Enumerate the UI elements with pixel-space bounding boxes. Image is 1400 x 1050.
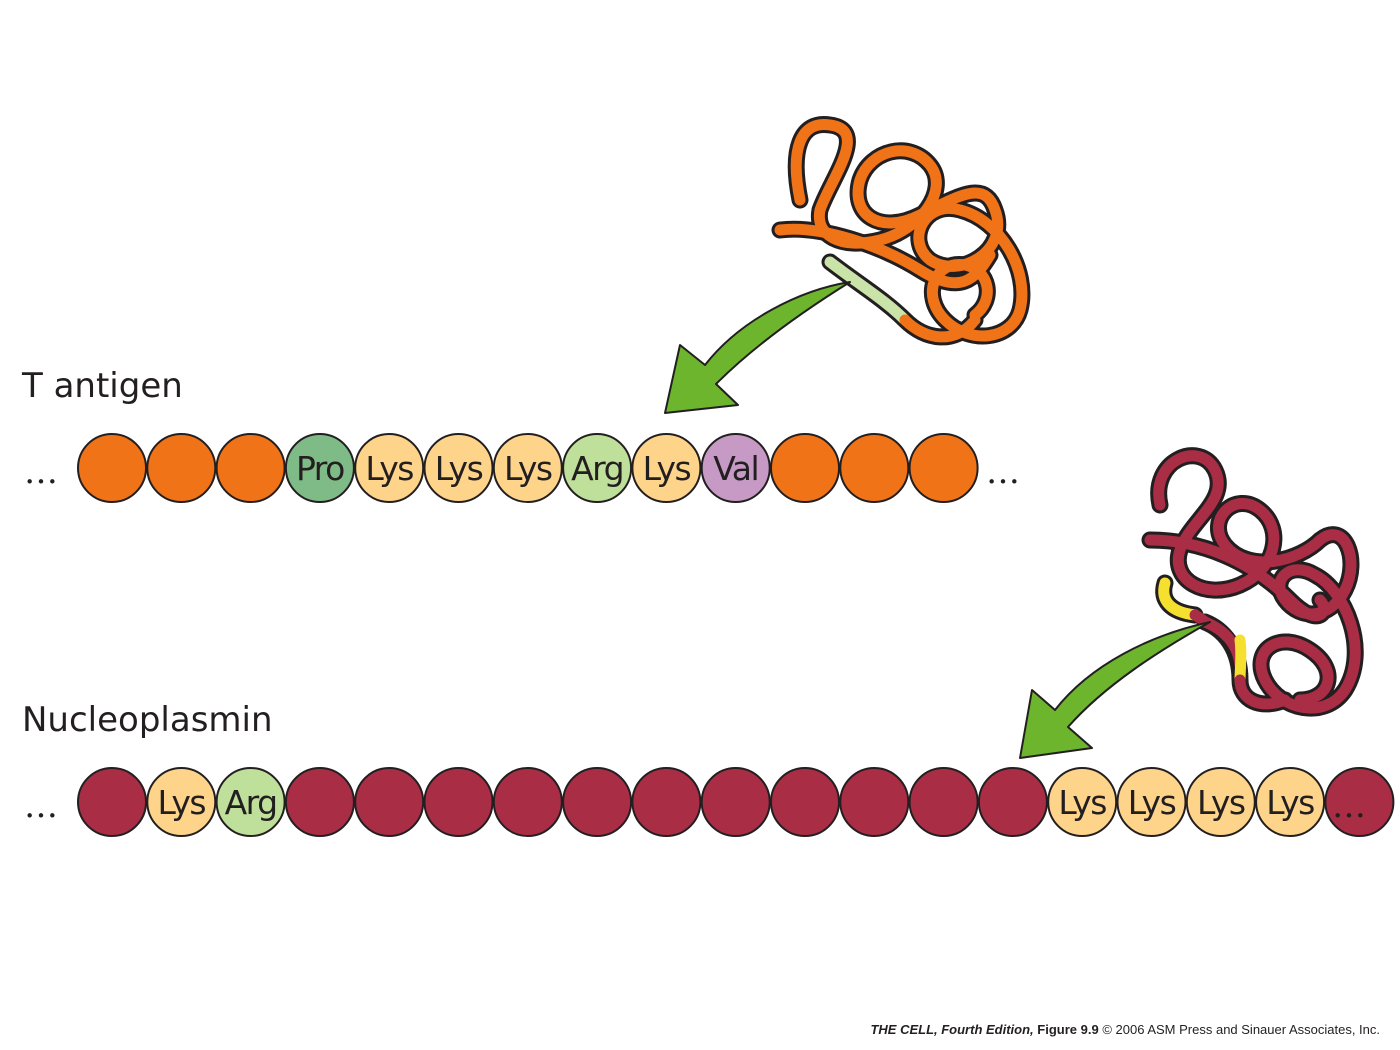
nucleoplasmin-residue-unlabeled [700,767,771,837]
t-antigen-residue-lys [423,433,494,503]
t-antigen-residue-unlabeled [839,433,910,503]
nucleoplasmin-residue-label: Lys [1058,783,1106,822]
t-antigen-residue-lys [631,433,702,503]
caption-figure-number: Figure 9.9 [1037,1022,1099,1037]
nucleoplasmin-residue-lys [146,767,217,837]
nucleoplasmin-residue-unlabeled [631,767,702,837]
nucleoplasmin-residue-lys [1116,767,1187,837]
nucleoplasmin-residue-unlabeled [770,767,840,837]
nucleoplasmin-residue-unlabeled [354,767,425,837]
t-antigen-residue-unlabeled [908,433,979,503]
nucleoplasmin-sequence: Lys Arg Lys Lys Lys Lys [77,767,1395,837]
nucleoplasmin-residue-label: Lys [158,783,206,822]
nucleoplasmin-residue-unlabeled [908,767,979,837]
t-antigen-residue-pro [284,433,355,503]
nucleoplasmin-residue-arg [215,767,286,837]
t-antigen-residue-lys [492,433,563,503]
nucleoplasmin-residue-unlabeled [77,767,147,837]
nucleoplasmin-arrow [1019,621,1211,759]
t-antigen-arrow [664,281,851,414]
nucleoplasmin-residue-label: Arg [225,783,277,822]
nucleoplasmin-trailing-ellipsis: … [1332,786,1367,826]
t-antigen-leading-ellipsis: … [24,452,59,492]
t-antigen-residue-label: Lys [643,449,691,488]
t-antigen-label: T antigen [22,366,183,406]
nucleoplasmin-residue-unlabeled [492,767,563,837]
t-antigen-residue-label: Lys [365,449,413,488]
t-antigen-residue-label: Val [713,449,758,488]
nucleoplasmin-residue-unlabeled [839,767,910,837]
nucleoplasmin-folded-protein [1141,447,1364,717]
nucleoplasmin-residue-unlabeled [1324,767,1395,837]
nucleoplasmin-residue-label: Lys [1128,783,1176,822]
nucleoplasmin-leading-ellipsis: … [24,786,59,826]
t-antigen-residue-unlabeled [146,433,217,503]
t-antigen-trailing-ellipsis: … [986,452,1021,492]
t-antigen-residue-label: Lys [435,449,483,488]
nucleoplasmin-residue-unlabeled [562,767,633,837]
nucleoplasmin-label: Nucleoplasmin [22,700,273,740]
t-antigen-residue-unlabeled [770,433,840,503]
nucleoplasmin-residue-label: Lys [1266,783,1314,822]
nucleoplasmin-residue-unlabeled [284,767,355,837]
nucleoplasmin-residue-lys [1185,767,1256,837]
t-antigen-residue-label: Arg [571,449,623,488]
t-antigen-folded-protein [771,116,1031,346]
nucleoplasmin-residue-lys [1047,767,1118,837]
t-antigen-sequence: Pro Lys Lys Lys Arg Lys Val [77,433,979,503]
t-antigen-residue-lys [354,433,425,503]
nucleoplasmin-residue-unlabeled [977,767,1048,837]
nucleoplasmin-residue-unlabeled [423,767,494,837]
t-antigen-residue-label: Lys [504,449,552,488]
nucleoplasmin-residue-lys [1255,767,1326,837]
figure-caption: THE CELL, Fourth Edition, Figure 9.9 © 2… [870,1022,1380,1037]
t-antigen-residue-val [700,433,771,503]
caption-copyright: © 2006 ASM Press and Sinauer Associates,… [1102,1022,1380,1037]
t-antigen-residue-arg [562,433,633,503]
caption-book-title: THE CELL, Fourth Edition, [870,1022,1034,1037]
nucleoplasmin-residue-label: Lys [1197,783,1245,822]
t-antigen-residue-label: Pro [296,449,344,488]
t-antigen-residue-unlabeled [77,433,147,503]
t-antigen-residue-unlabeled [215,433,286,503]
